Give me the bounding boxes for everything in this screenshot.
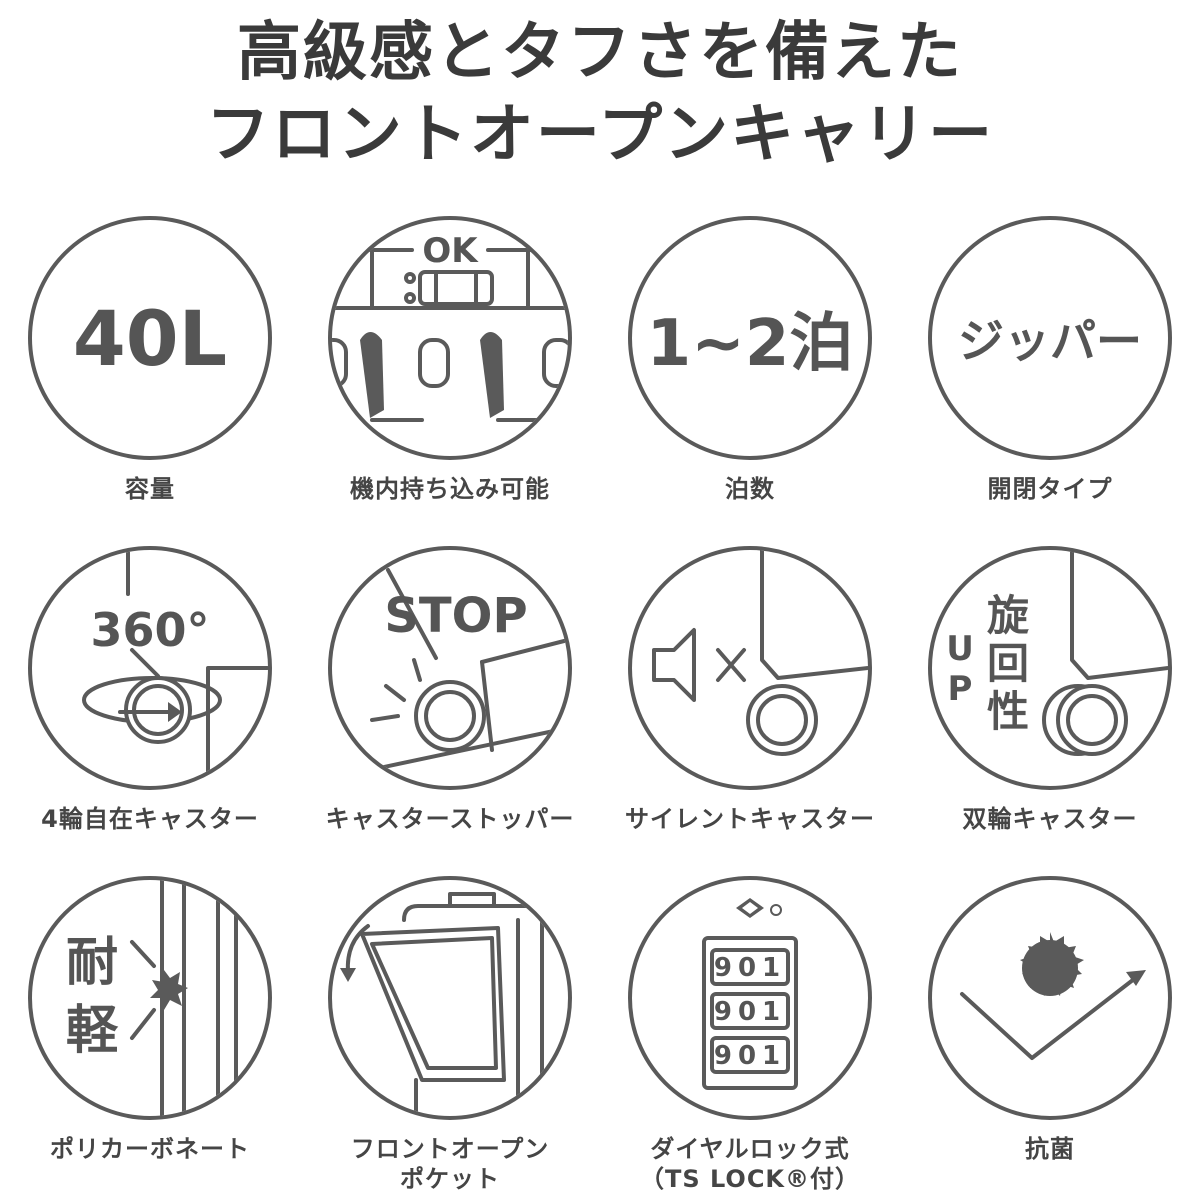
front-pocket-label-line2: ポケット xyxy=(400,1165,500,1193)
lock-code-3: 901 xyxy=(714,1041,786,1071)
germ-icon xyxy=(1020,932,1084,996)
antibacterial-label: 抗菌 xyxy=(1025,1135,1075,1163)
ok-text: OK xyxy=(422,231,479,271)
silent-caster-label: サイレントキャスター xyxy=(625,805,875,833)
double-caster-icon: U P 旋 回 性 xyxy=(928,546,1172,790)
zipper-icon: ジッパー xyxy=(928,216,1172,460)
capacity-value: 40L xyxy=(72,293,228,383)
lock-code-2: 901 xyxy=(714,997,786,1027)
polycarbonate-label: ポリカーボネート xyxy=(50,1135,250,1163)
double-caster-label: 双輪キャスター xyxy=(962,805,1138,833)
kanji-light: 軽 xyxy=(66,1001,119,1061)
up-text-p: P xyxy=(948,669,973,709)
polycarbonate-icon: 耐 軽 xyxy=(28,876,272,1120)
capacity-label: 容量 xyxy=(125,475,175,503)
dial-lock-label-line2: （TS LOCK®付） xyxy=(639,1165,861,1193)
360-caster-label: 4輪自在キャスター xyxy=(41,805,259,833)
title-line-2: フロントオープンキャリー xyxy=(205,98,995,172)
caster-360-icon: 360° xyxy=(28,546,272,790)
caster-stop-icon: STOP xyxy=(328,546,572,790)
kanji-3: 性 xyxy=(987,687,1029,736)
check-arrow-icon xyxy=(960,974,1140,1060)
silent-caster-icon xyxy=(628,546,872,790)
dial-lock-icon: 901 901 901 xyxy=(628,876,872,1120)
front-pocket-icon xyxy=(328,876,572,1120)
kanji-2: 回 xyxy=(987,639,1029,688)
title-line-1: 高級感とタフさを備えた xyxy=(237,16,963,90)
stop-text: STOP xyxy=(384,588,527,644)
dial-lock-label: ダイヤルロック式 （TS LOCK®付） xyxy=(600,1134,900,1194)
zipper-value: ジッパー xyxy=(958,314,1142,368)
front-pocket-label-line1: フロントオープン xyxy=(350,1135,550,1163)
dial-lock-label-line1: ダイヤルロック式 xyxy=(650,1135,850,1163)
nights-icon: 1~2泊 xyxy=(628,216,872,460)
nights-label: 泊数 xyxy=(725,475,775,503)
antibacterial-icon xyxy=(928,876,1172,1120)
caster-stopper-label: キャスターストッパー xyxy=(325,805,575,833)
carry-on-label: 機内持ち込み可能 xyxy=(350,475,550,503)
open-type-label: 開閉タイプ xyxy=(987,475,1113,503)
page-title: 高級感とタフさを備えた フロントオープンキャリー xyxy=(0,0,1200,176)
up-text-u: U xyxy=(946,629,974,669)
front-pocket-label: フロントオープン ポケット xyxy=(300,1134,600,1194)
lock-code-1: 901 xyxy=(714,953,786,983)
kanji-1: 旋 xyxy=(987,591,1029,640)
capacity-icon: 40L xyxy=(28,216,272,460)
airplane-cabin-icon: OK xyxy=(328,216,572,460)
kanji-durable: 耐 xyxy=(66,933,118,993)
nights-value: 1~2泊 xyxy=(646,307,854,381)
360-text: 360° xyxy=(90,603,209,657)
